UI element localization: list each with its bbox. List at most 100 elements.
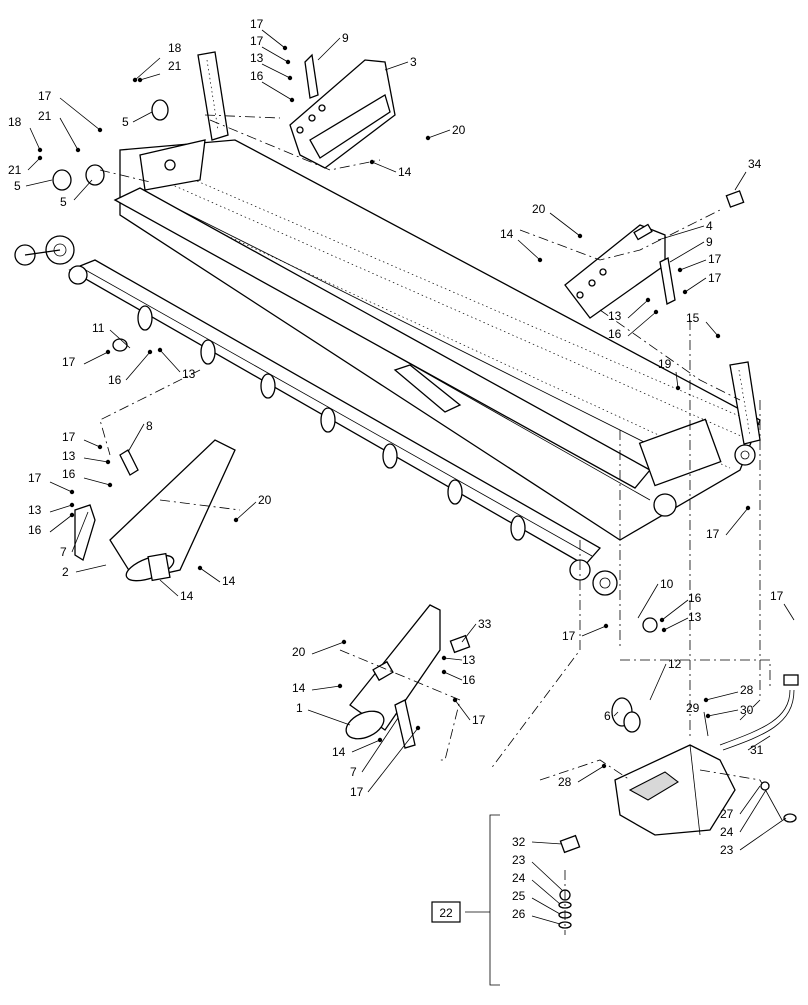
fastener-dot: [285, 59, 291, 65]
callout-leader: [83, 477, 111, 486]
explosion-lines: [99, 114, 771, 935]
callout-leader: [637, 583, 659, 619]
fastener-dot: [69, 512, 75, 518]
callout-23: 23: [720, 843, 734, 857]
callout-leader: [461, 623, 477, 643]
callout-25: 25: [512, 889, 526, 903]
callout-32: 32: [512, 835, 526, 849]
roller-assembly: [14, 51, 761, 596]
fastener-dot: [105, 349, 111, 355]
callout-14: 14: [180, 589, 194, 603]
fastener-dot: [659, 617, 665, 623]
fastener-dot: [69, 489, 75, 495]
kit-label-box: [431, 901, 461, 923]
callout-13: 13: [462, 653, 476, 667]
shield-4: [564, 223, 676, 319]
fastener-dot: [197, 565, 203, 571]
callout-leader: [734, 171, 747, 191]
callout-leader: [27, 157, 41, 171]
fastener-dot: [132, 77, 138, 83]
fastener-dot: [137, 77, 143, 83]
callout-5: 5: [122, 115, 129, 129]
callout-leader: [577, 765, 605, 783]
callout-leader: [443, 657, 463, 661]
fastener-dot: [37, 147, 43, 153]
callout-leader: [783, 603, 795, 621]
callout-11: 11: [92, 321, 105, 335]
callout-7: 7: [60, 545, 67, 559]
fastener-dot: [157, 347, 163, 353]
callout-leader: [261, 29, 286, 49]
callout-17: 17: [706, 527, 720, 541]
callout-leader: [109, 329, 131, 349]
callout-leader: [139, 73, 161, 81]
callout-17: 17: [62, 355, 76, 369]
callout-18: 18: [8, 115, 22, 129]
fastener-dot: [452, 697, 458, 703]
callout-leader: [29, 127, 41, 151]
callout-13: 13: [608, 309, 622, 323]
callout-10: 10: [660, 577, 674, 591]
fastener-dot: [415, 725, 421, 731]
fastener-dot: [577, 233, 583, 239]
callout-31: 31: [750, 743, 764, 757]
callout-17: 17: [708, 252, 722, 266]
callout-leader: [705, 691, 739, 701]
callout-17: 17: [62, 430, 76, 444]
callout-26: 26: [512, 907, 526, 921]
fastener-dot: [645, 297, 651, 303]
callout-14: 14: [292, 681, 306, 695]
callout-20: 20: [292, 645, 306, 659]
callout-leader: [549, 212, 581, 237]
callout-13: 13: [62, 449, 76, 463]
callout-33: 33: [478, 617, 492, 631]
fastener-dot: [287, 75, 293, 81]
callout-leader: [49, 514, 73, 533]
callout-leader: [261, 81, 293, 101]
callout-leader: [127, 423, 145, 453]
callout-34: 34: [748, 157, 762, 171]
callout-8: 8: [146, 419, 153, 433]
callout-leader: [59, 117, 79, 151]
callout-leader: [311, 685, 341, 691]
callout-16: 16: [462, 673, 476, 687]
callout-20: 20: [452, 123, 466, 137]
fastener-dot: [677, 267, 683, 273]
fastener-dot: [147, 349, 153, 355]
callout-leader: [739, 785, 761, 815]
callout-17: 17: [708, 271, 722, 285]
callout-leader: [663, 617, 689, 631]
callout-14: 14: [222, 574, 236, 588]
callout-leader: [661, 599, 689, 621]
callout-leader: [627, 299, 649, 319]
callout-24: 24: [512, 871, 526, 885]
callout-17: 17: [38, 89, 52, 103]
kit-label: 22: [439, 906, 453, 920]
callout-leader: [235, 501, 257, 521]
fastener-dot: [441, 655, 447, 661]
callout-leader: [71, 511, 89, 553]
callout-leader: [454, 699, 471, 721]
callout-leader: [351, 739, 381, 753]
callout-leader: [159, 579, 179, 597]
callout-leader: [367, 727, 419, 793]
callout-9: 9: [706, 235, 713, 249]
callout-3: 3: [410, 55, 417, 69]
shield-3: [289, 53, 396, 169]
callout-16: 16: [108, 373, 122, 387]
callout-24: 24: [720, 825, 734, 839]
callout-16: 16: [62, 467, 76, 481]
callout-leader: [707, 709, 739, 717]
fastener-dot: [441, 669, 447, 675]
callout-29: 29: [686, 701, 700, 715]
fastener-dot: [377, 737, 383, 743]
callout-14: 14: [500, 227, 514, 241]
fastener-dot: [715, 333, 721, 339]
callout-27: 27: [720, 807, 734, 821]
fastener-dot: [97, 444, 103, 450]
callout-leader: [125, 351, 151, 381]
fastener-dot: [75, 147, 81, 153]
callout-leader: [49, 481, 73, 493]
